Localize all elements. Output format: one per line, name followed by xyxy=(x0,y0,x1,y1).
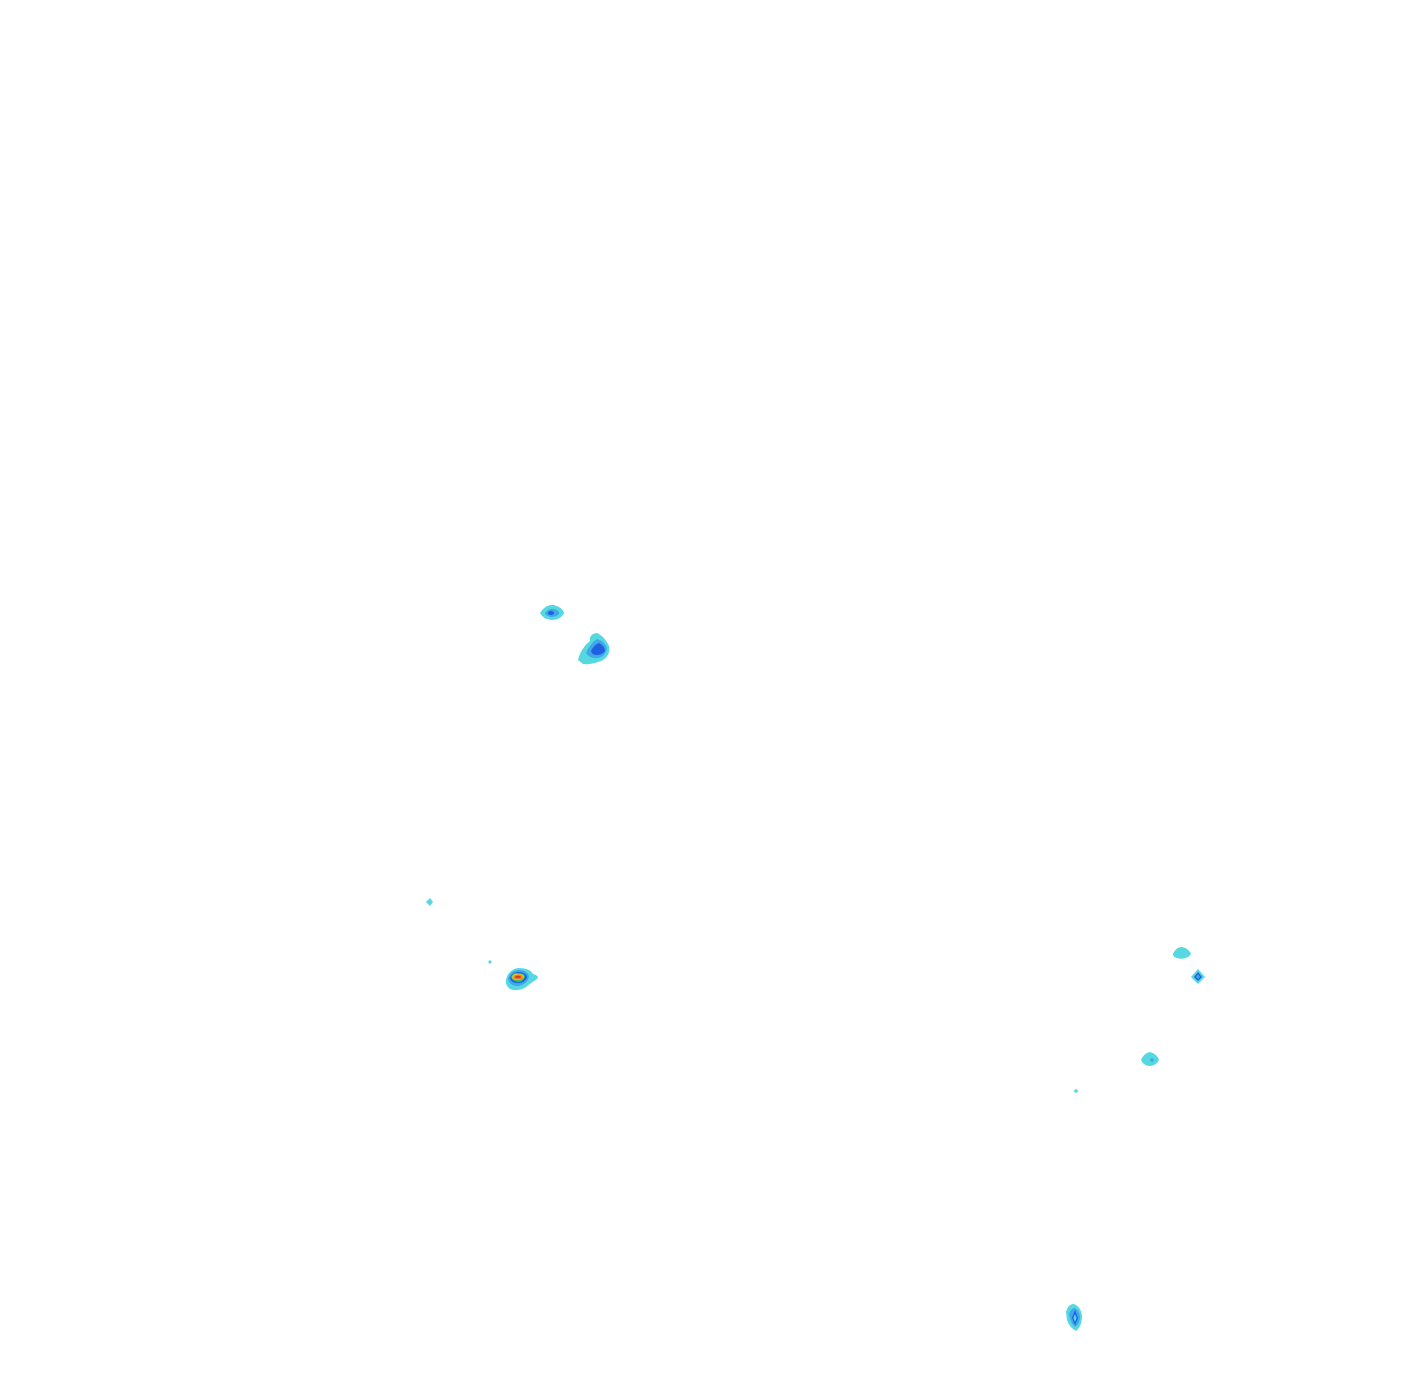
contour-level xyxy=(1074,1089,1078,1093)
contour-level xyxy=(515,975,521,979)
contour-feature-i xyxy=(1074,1089,1078,1093)
contour-feature-h xyxy=(1141,1052,1159,1066)
contour-feature-c xyxy=(426,898,433,906)
contour-feature-g xyxy=(1191,969,1205,984)
contour-level xyxy=(548,611,554,615)
contour-feature-d xyxy=(488,960,492,964)
contour-level xyxy=(1073,1314,1077,1322)
contour-level xyxy=(488,960,492,964)
contour-level xyxy=(1141,1052,1159,1066)
contour-feature-f xyxy=(1173,947,1191,959)
contour-feature-b xyxy=(578,633,610,665)
contour-feature-a xyxy=(540,604,564,620)
contour-level xyxy=(1173,947,1191,959)
contour-level xyxy=(1196,974,1200,979)
contour-level xyxy=(591,643,605,655)
contour-feature-j xyxy=(1066,1304,1082,1331)
contour-level xyxy=(426,898,433,906)
contour-level xyxy=(1150,1058,1154,1062)
contour-feature-e xyxy=(505,968,538,991)
